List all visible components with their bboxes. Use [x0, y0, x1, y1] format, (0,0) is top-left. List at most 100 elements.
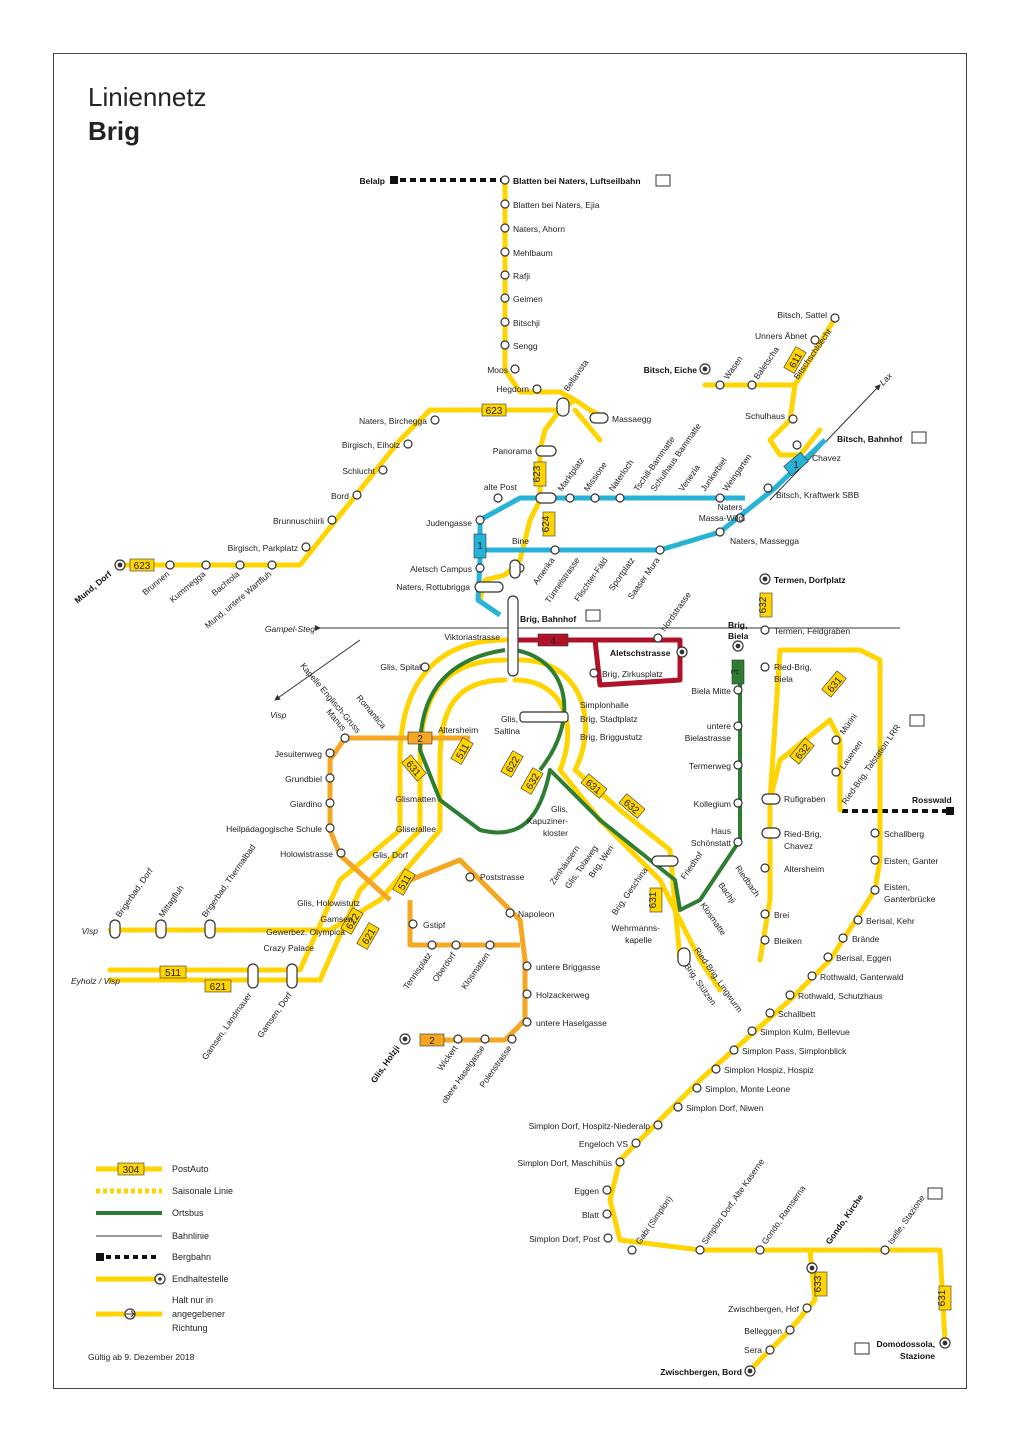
station-mittagfluh[interactable]	[155, 919, 167, 939]
station-massaegg[interactable]	[589, 412, 609, 424]
stop-maschihues[interactable]	[615, 1157, 625, 1167]
stop-bachtola[interactable]	[235, 560, 245, 570]
stop-muerini[interactable]	[831, 735, 841, 745]
station-brig-stadtplatz[interactable]	[519, 711, 569, 723]
station-brigerbad-dorf[interactable]	[109, 919, 121, 939]
stop-rothwald-schutzhaus[interactable]	[785, 990, 795, 1000]
stop-simplon-hospiz[interactable]	[711, 1064, 721, 1074]
stop-gstipf[interactable]	[408, 919, 418, 929]
stop-eisten-ganter[interactable]	[870, 855, 880, 865]
stop-naters-massa-wildi[interactable]	[735, 513, 745, 523]
stop-brig-zirkusplatz[interactable]	[589, 668, 599, 678]
stop-brei[interactable]	[760, 909, 770, 919]
stop-giardino[interactable]	[325, 798, 335, 808]
stop-amerika[interactable]	[550, 545, 560, 555]
stop-weingarten[interactable]	[715, 493, 725, 503]
station-bine[interactable]	[509, 559, 521, 579]
stop-holzackerweg[interactable]	[522, 989, 532, 999]
stop-simplon-pass[interactable]	[729, 1045, 739, 1055]
stop-brunnuschiirli[interactable]	[327, 515, 337, 525]
station-bellavista[interactable]	[556, 397, 570, 417]
stop-engeloch[interactable]	[631, 1138, 641, 1148]
stop-blatten-ejia[interactable]	[500, 199, 510, 209]
stop-blatten-luft[interactable]	[500, 175, 510, 185]
stop-polenstrasse[interactable]	[507, 1034, 517, 1044]
stop-ried-brig-biela[interactable]	[760, 662, 770, 672]
stop-obere-haselgasse[interactable]	[480, 1034, 490, 1044]
stop-grundbiel[interactable]	[325, 773, 335, 783]
stop-manus[interactable]	[340, 733, 350, 743]
stop-kollegium[interactable]	[733, 798, 743, 808]
stop-sera[interactable]	[765, 1345, 775, 1355]
stop-klosmatten[interactable]	[485, 940, 495, 950]
stop-jesuitenweg[interactable]	[325, 748, 335, 758]
stop-holowistrasse[interactable]	[336, 848, 346, 858]
station-brigerbad-thermal[interactable]	[204, 919, 216, 939]
stop-simplon-kulm[interactable]	[747, 1026, 757, 1036]
stop-bord[interactable]	[352, 490, 362, 500]
stop-monte-leone[interactable]	[692, 1083, 702, 1093]
stop-hegdorn[interactable]	[532, 384, 542, 394]
station-brig-geschina[interactable]	[651, 855, 679, 867]
stop-termerweg[interactable]	[733, 760, 743, 770]
stop-iselle[interactable]	[880, 1245, 890, 1255]
stop-birgisch-eiholz[interactable]	[403, 439, 413, 449]
stop-naterloch[interactable]	[615, 493, 625, 503]
stop-untere-haselgasse[interactable]	[522, 1017, 532, 1027]
stop-oberdorf[interactable]	[451, 940, 461, 950]
stop-belleggen[interactable]	[785, 1325, 795, 1335]
stop-hospiz-niederalp[interactable]	[653, 1120, 663, 1130]
stop-nordstrasse[interactable]	[653, 633, 663, 643]
stop-judengasse[interactable]	[475, 515, 485, 525]
station-ried-brig-lingwurm[interactable]	[677, 947, 691, 967]
stop-gabi[interactable]	[627, 1245, 637, 1255]
stop-tennisplatz[interactable]	[427, 940, 437, 950]
stop-simplon-post[interactable]	[603, 1233, 613, 1243]
stop-bleiken[interactable]	[760, 935, 770, 945]
station-panorama[interactable]	[535, 445, 557, 457]
stop-schallbett[interactable]	[765, 1008, 775, 1018]
stop-poststrasse[interactable]	[465, 872, 475, 882]
stop-mund-wartfluh[interactable]	[267, 560, 277, 570]
station-brig-bahnhof[interactable]	[507, 595, 519, 677]
stop-schlucht[interactable]	[378, 465, 388, 475]
stop-braende[interactable]	[838, 933, 848, 943]
stop-baletscha[interactable]	[747, 380, 757, 390]
stop-berisal-kehr[interactable]	[853, 915, 863, 925]
station-marktplatz-hub[interactable]	[535, 492, 557, 504]
stop-kummegga[interactable]	[201, 560, 211, 570]
stop-gondo-ramserna[interactable]	[755, 1245, 765, 1255]
stop-napoleon[interactable]	[505, 908, 515, 918]
stop-termen-feldgraben[interactable]	[760, 625, 770, 635]
stop-brunnen[interactable]	[165, 560, 175, 570]
stop-mehlbaum[interactable]	[500, 247, 510, 257]
stop-naters-massegga[interactable]	[715, 527, 725, 537]
stop-altersheim-ried[interactable]	[760, 863, 770, 873]
stop-blatt[interactable]	[602, 1209, 612, 1219]
stop-zwischbergen-hof[interactable]	[802, 1303, 812, 1313]
stop-eggen[interactable]	[602, 1185, 612, 1195]
stop-unners-abnet[interactable]	[810, 335, 820, 345]
stop-glis-spital[interactable]	[420, 662, 430, 672]
stop-lauenen[interactable]	[831, 767, 841, 777]
stop-rafji[interactable]	[500, 270, 510, 280]
stop-aletsch-campus[interactable]	[475, 563, 485, 573]
stop-moos[interactable]	[510, 364, 520, 374]
stop-schulhaus[interactable]	[788, 414, 798, 424]
stop-sengg[interactable]	[500, 340, 510, 350]
stop-wickert[interactable]	[453, 1034, 463, 1044]
stop-birgisch-parkplatz[interactable]	[301, 542, 311, 552]
stop-saaser-mura[interactable]	[655, 545, 665, 555]
stop-schallberg[interactable]	[870, 828, 880, 838]
stop-alte-kaserne[interactable]	[695, 1245, 705, 1255]
stop-bitsch-sattel[interactable]	[830, 313, 840, 323]
stop-wasen[interactable]	[715, 380, 725, 390]
stop-chavez[interactable]	[792, 440, 802, 450]
stop-niwen[interactable]	[673, 1102, 683, 1112]
station-naters-rottubrigga[interactable]	[474, 581, 504, 593]
stop-haus-schoenstatt[interactable]	[733, 837, 743, 847]
stop-eisten-ganterbruecke[interactable]	[870, 885, 880, 895]
station-gamsen-landmauer[interactable]	[247, 963, 259, 989]
stop-untere-briggasse[interactable]	[522, 961, 532, 971]
stop-naters-ahorn[interactable]	[500, 223, 510, 233]
